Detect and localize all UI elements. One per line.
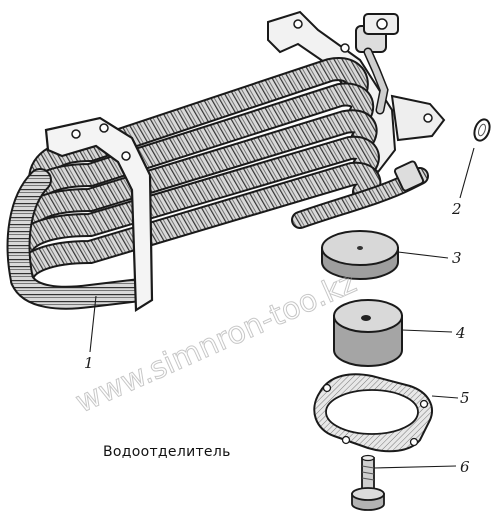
coil-assembly [6, 10, 446, 312]
top-fitting [355, 13, 399, 115]
leader-lines [89, 147, 475, 469]
coil-turns [6, 57, 429, 310]
rear-flange [390, 94, 446, 142]
callout-2: 2 [451, 200, 462, 218]
callout-4: 4 [455, 324, 466, 342]
callout-6: 6 [460, 458, 470, 476]
front-bracket [44, 116, 154, 312]
part-disc [321, 230, 399, 280]
part-gasket [313, 373, 433, 453]
part-bolt [351, 454, 385, 511]
callout-3: 3 [452, 249, 462, 267]
callout-5: 5 [460, 389, 470, 407]
diagram-caption: Водоотделитель [103, 444, 231, 460]
part-block [333, 299, 403, 367]
part-ring [473, 118, 491, 142]
callout-1: 1 [84, 354, 94, 372]
